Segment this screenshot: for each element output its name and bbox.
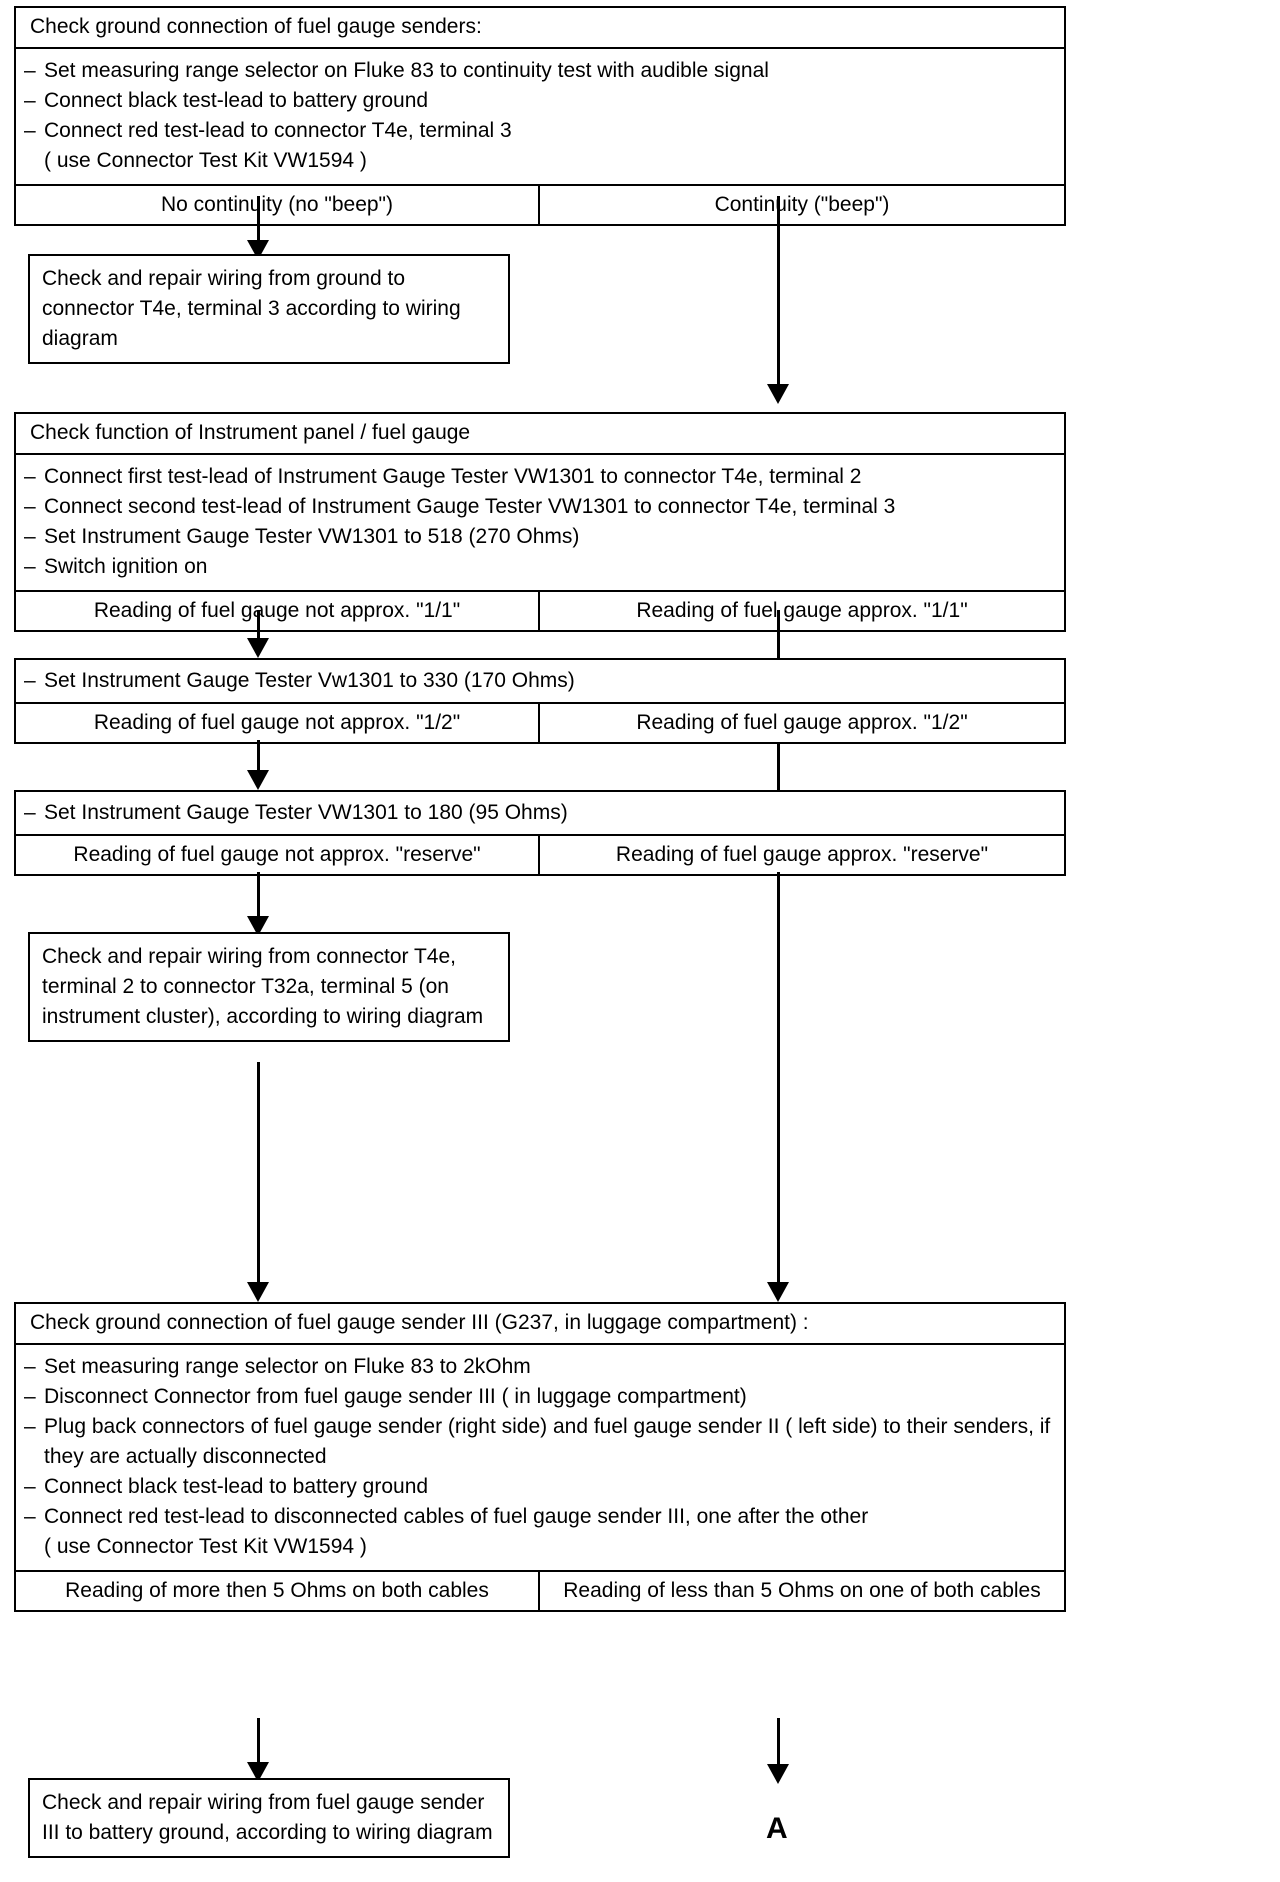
result-no-continuity: No continuity (no "beep") [16, 186, 540, 224]
list-item: –Plug back connectors of fuel gauge send… [24, 1412, 1056, 1472]
block-check-ground-connection-senders: Check ground connection of fuel gauge se… [14, 6, 1066, 226]
result-approx-1-2: Reading of fuel gauge approx. "1/2" [636, 711, 968, 734]
list-item: –Connect first test-lead of Instrument G… [24, 462, 1056, 492]
arrow-head-icon [247, 770, 269, 790]
connector-line [257, 740, 260, 784]
list-item: –Set Instrument Gauge Tester VW1301 to 5… [24, 522, 1056, 552]
connector-line [777, 872, 780, 1290]
block1-results: No continuity (no "beep") Continuity ("b… [16, 184, 1064, 224]
block-set-tester-180: –Set Instrument Gauge Tester VW1301 to 1… [14, 790, 1066, 876]
block4-results: Reading of fuel gauge not approx. "reser… [16, 834, 1064, 874]
block4-steps: –Set Instrument Gauge Tester VW1301 to 1… [16, 792, 1064, 834]
list-item: –Set Instrument Gauge Tester VW1301 to 1… [24, 798, 1056, 828]
block2-steps: –Connect first test-lead of Instrument G… [16, 455, 1064, 590]
dash-marker: – [24, 555, 36, 578]
list-item: –Connect black test-lead to battery grou… [24, 1472, 1056, 1502]
list-item: –Connect black test-lead to battery grou… [24, 86, 1056, 116]
block2-results: Reading of fuel gauge not approx. "1/1" … [16, 590, 1064, 630]
dash-marker: – [24, 59, 36, 82]
dash-marker: – [24, 495, 36, 518]
step-text: Disconnect Connector from fuel gauge sen… [44, 1385, 747, 1408]
step-text: Set measuring range selector on Fluke 83… [44, 1355, 531, 1378]
list-item: –Set measuring range selector on Fluke 8… [24, 56, 1056, 86]
block-check-ground-connection-sender-iii: Check ground connection of fuel gauge se… [14, 1302, 1066, 1612]
dash-marker: – [24, 1415, 36, 1438]
step-text: Plug back connectors of fuel gauge sende… [44, 1415, 1057, 1468]
action-repair-wiring-t4e-to-t32a: Check and repair wiring from connector T… [28, 932, 510, 1042]
arrow-head-icon [247, 916, 269, 936]
result-not-approx-1-1: Reading of fuel gauge not approx. "1/1" [16, 592, 540, 630]
list-item: –Disconnect Connector from fuel gauge se… [24, 1382, 1056, 1412]
block1-steps: –Set measuring range selector on Fluke 8… [16, 49, 1064, 184]
connector-line [777, 196, 780, 392]
arrow-head-icon [767, 384, 789, 404]
dash-marker: – [24, 1355, 36, 1378]
step-text: Switch ignition on [44, 555, 208, 578]
connector-line [777, 1718, 780, 1778]
note-text: ( use Connector Test Kit VW1594 ) [44, 149, 367, 172]
block3-steps: –Set Instrument Gauge Tester Vw1301 to 3… [16, 660, 1064, 702]
list-item-note: ( use Connector Test Kit VW1594 ) [24, 146, 1056, 176]
action-text: Check and repair wiring from connector T… [42, 945, 484, 1028]
connector-line [257, 196, 260, 252]
dash-marker: – [24, 1505, 36, 1528]
block5-header: Check ground connection of fuel gauge se… [16, 1304, 1064, 1345]
note-text: ( use Connector Test Kit VW1594 ) [44, 1535, 367, 1558]
arrow-head-icon [767, 1764, 789, 1784]
result-not-approx-1-2: Reading of fuel gauge not approx. "1/2" [16, 704, 540, 742]
block2-header: Check function of Instrument panel / fue… [16, 414, 1064, 455]
list-item: –Connect second test-lead of Instrument … [24, 492, 1056, 522]
list-item: –Switch ignition on [24, 552, 1056, 582]
list-item: –Set measuring range selector on Fluke 8… [24, 1352, 1056, 1382]
dash-marker: – [24, 119, 36, 142]
dash-marker: – [24, 465, 36, 488]
block-check-instrument-panel-fuel-gauge: Check function of Instrument panel / fue… [14, 412, 1066, 632]
action-repair-wiring-sender-iii-to-ground: Check and repair wiring from fuel gauge … [28, 1778, 510, 1858]
block3-results: Reading of fuel gauge not approx. "1/2" … [16, 702, 1064, 742]
arrow-head-icon [247, 1762, 269, 1782]
connector-line [257, 1062, 260, 1290]
step-text: Set measuring range selector on Fluke 83… [44, 59, 769, 82]
action-text: Check and repair wiring from fuel gauge … [42, 1791, 493, 1844]
result-not-approx-reserve: Reading of fuel gauge not approx. "reser… [16, 836, 540, 874]
arrow-head-icon [247, 1282, 269, 1302]
result-approx-reserve: Reading of fuel gauge approx. "reserve" [615, 843, 989, 866]
connector-line [257, 1718, 260, 1776]
action-repair-wiring-ground-to-t4e: Check and repair wiring from ground to c… [28, 254, 510, 364]
result-approx-1-1: Reading of fuel gauge approx. "1/1" [636, 599, 968, 622]
result-continuity: Continuity ("beep") [714, 193, 890, 216]
dash-marker: – [24, 1475, 36, 1498]
arrow-head-icon [247, 638, 269, 658]
step-text: Connect black test-lead to battery groun… [44, 1475, 429, 1498]
block5-steps: –Set measuring range selector on Fluke 8… [16, 1345, 1064, 1570]
block1-header: Check ground connection of fuel gauge se… [16, 8, 1064, 49]
action-text: Check and repair wiring from ground to c… [42, 267, 467, 350]
connector-line [257, 610, 260, 652]
list-item: –Connect red test-lead to disconnected c… [24, 1502, 1056, 1532]
step-text: Set Instrument Gauge Tester VW1301 to 18… [44, 801, 568, 824]
step-text: Connect first test-lead of Instrument Ga… [44, 465, 862, 488]
step-text: Connect second test-lead of Instrument G… [44, 495, 896, 518]
step-text: Connect red test-lead to disconnected ca… [44, 1505, 869, 1528]
step-text: Set Instrument Gauge Tester VW1301 to 51… [44, 525, 580, 548]
list-item: –Connect red test-lead to connector T4e,… [24, 116, 1056, 146]
dash-marker: – [24, 89, 36, 112]
list-item-note: ( use Connector Test Kit VW1594 ) [24, 1532, 1056, 1562]
result-more-than-5-ohms: Reading of more then 5 Ohms on both cabl… [16, 1572, 540, 1610]
dash-marker: – [24, 525, 36, 548]
list-item: –Set Instrument Gauge Tester Vw1301 to 3… [24, 666, 1056, 696]
connector-tag-a: A [766, 1812, 789, 1845]
step-text: Set Instrument Gauge Tester Vw1301 to 33… [44, 669, 575, 692]
connector-line [257, 872, 260, 930]
step-text: Connect red test-lead to connector T4e, … [44, 119, 512, 142]
step-text: Connect black test-lead to battery groun… [44, 89, 429, 112]
block-set-tester-330: –Set Instrument Gauge Tester Vw1301 to 3… [14, 658, 1066, 744]
result-less-than-5-ohms: Reading of less than 5 Ohms on one of bo… [563, 1579, 1041, 1602]
block5-results: Reading of more then 5 Ohms on both cabl… [16, 1570, 1064, 1610]
arrow-head-icon [767, 1282, 789, 1302]
dash-marker: – [24, 669, 36, 692]
dash-marker: – [24, 1385, 36, 1408]
dash-marker: – [24, 801, 36, 824]
